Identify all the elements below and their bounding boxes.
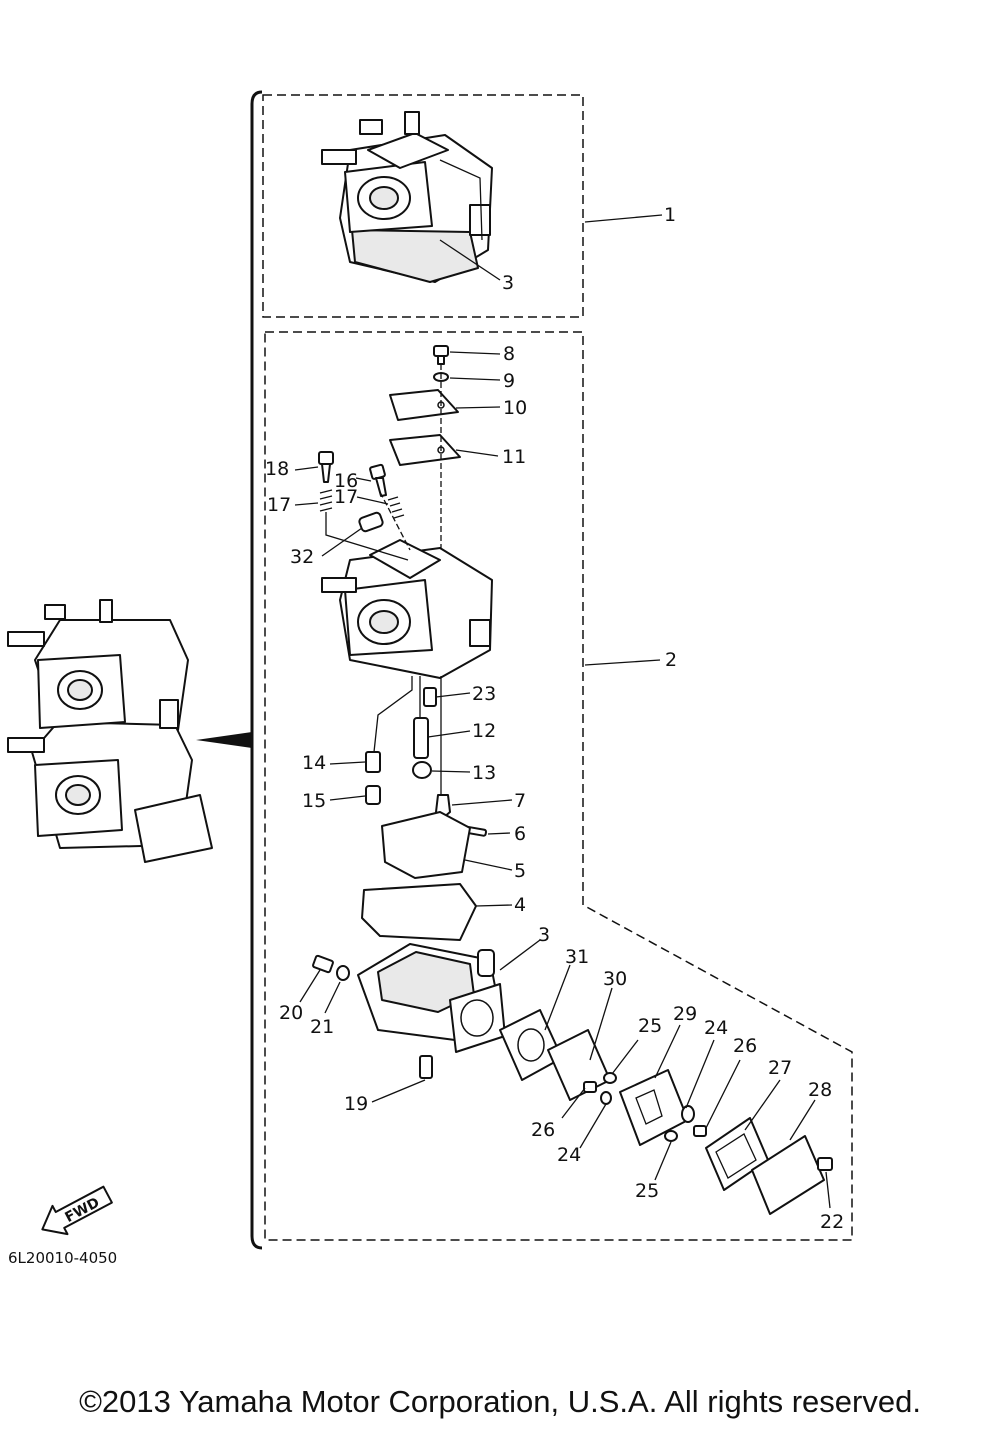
callout-3: 3 xyxy=(538,924,550,946)
callout-32: 32 xyxy=(290,546,314,568)
callout-1: 1 xyxy=(664,204,676,226)
callout-12: 12 xyxy=(472,720,496,742)
callout-25: 25 xyxy=(638,1015,662,1037)
callout-30: 30 xyxy=(603,968,627,990)
callout-31: 31 xyxy=(565,946,589,968)
callout-18: 18 xyxy=(265,458,289,480)
copyright-notice: ©2013 Yamaha Motor Corporation, U.S.A. A… xyxy=(79,1384,921,1419)
callout-24: 24 xyxy=(557,1144,581,1166)
callout-13: 13 xyxy=(472,762,496,784)
callout-28: 28 xyxy=(808,1079,832,1101)
bracket-pointer xyxy=(196,732,252,748)
callout-4: 4 xyxy=(514,894,526,916)
callout-23: 23 xyxy=(472,683,496,705)
callout-21: 21 xyxy=(310,1016,334,1038)
callout-16: 16 xyxy=(334,470,358,492)
callout-2: 2 xyxy=(665,649,677,671)
assembly-1-box xyxy=(262,94,584,318)
callout-26: 26 xyxy=(733,1035,757,1057)
callout-8: 8 xyxy=(503,343,515,365)
callout-24: 24 xyxy=(704,1017,728,1039)
callout-22: 22 xyxy=(820,1211,844,1233)
drawing-code: 6L20010-4050 xyxy=(8,1249,117,1267)
parts-group xyxy=(312,345,833,1215)
twin-carburetor-assembly-icon xyxy=(7,599,213,863)
group-bracket xyxy=(250,90,263,1250)
callout-27: 27 xyxy=(768,1057,792,1079)
assembly-2-box xyxy=(264,331,853,1241)
carburetor-assembly-icon xyxy=(321,111,493,283)
callout-11: 11 xyxy=(502,446,526,468)
callout-15: 15 xyxy=(302,790,326,812)
callout-5: 5 xyxy=(514,860,526,882)
callout-labels: 1 3 8 9 10 11 18 17 16 17 32 2 23 12 13 … xyxy=(265,204,844,1233)
callout-14: 14 xyxy=(302,752,326,774)
leader-lines xyxy=(294,214,831,1209)
callout-10: 10 xyxy=(503,397,527,419)
callout-17: 17 xyxy=(334,486,358,508)
callout-7: 7 xyxy=(514,790,526,812)
callout-6: 6 xyxy=(514,823,526,845)
callout-29: 29 xyxy=(673,1003,697,1025)
exploded-parts-diagram: 1 3 8 9 10 11 18 17 16 17 32 2 23 12 13 … xyxy=(7,90,853,1267)
callout-17: 17 xyxy=(267,494,291,516)
callout-20: 20 xyxy=(279,1002,303,1024)
callout-9: 9 xyxy=(503,370,515,392)
callout-26: 26 xyxy=(531,1119,555,1141)
callout-25: 25 xyxy=(635,1180,659,1202)
callout-3: 3 xyxy=(502,272,514,294)
callout-19: 19 xyxy=(344,1093,368,1115)
fwd-arrow-icon: FWD xyxy=(41,1185,113,1236)
